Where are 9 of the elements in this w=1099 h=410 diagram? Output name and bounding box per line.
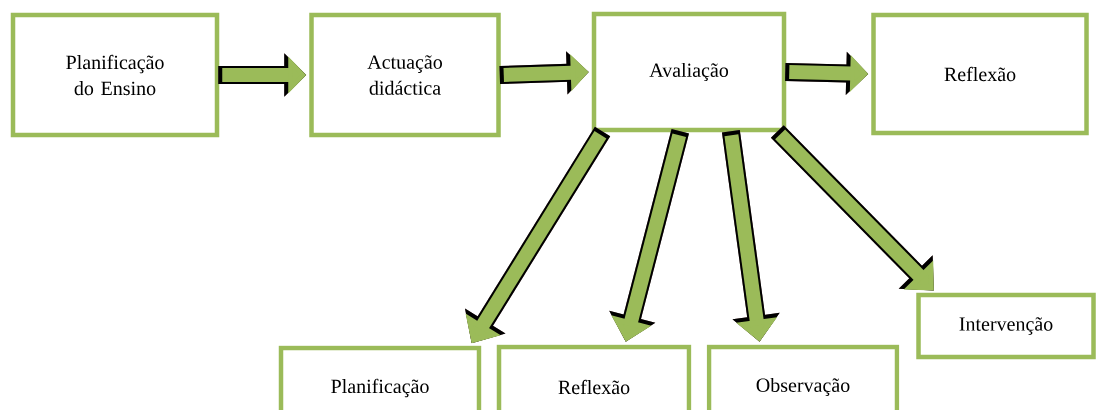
process-box: Actuação didáctica bbox=[309, 12, 501, 138]
process-box: Reflexão bbox=[871, 12, 1089, 136]
process-box: Planificação do Ensino bbox=[10, 12, 220, 138]
process-box: Planificação bbox=[278, 345, 482, 410]
process-box: Observação bbox=[706, 344, 900, 410]
process-box: Intervenção bbox=[916, 292, 1096, 360]
process-box: Avaliação bbox=[591, 11, 787, 133]
block-arrow bbox=[770, 125, 934, 291]
process-box: Reflexão bbox=[496, 344, 692, 410]
